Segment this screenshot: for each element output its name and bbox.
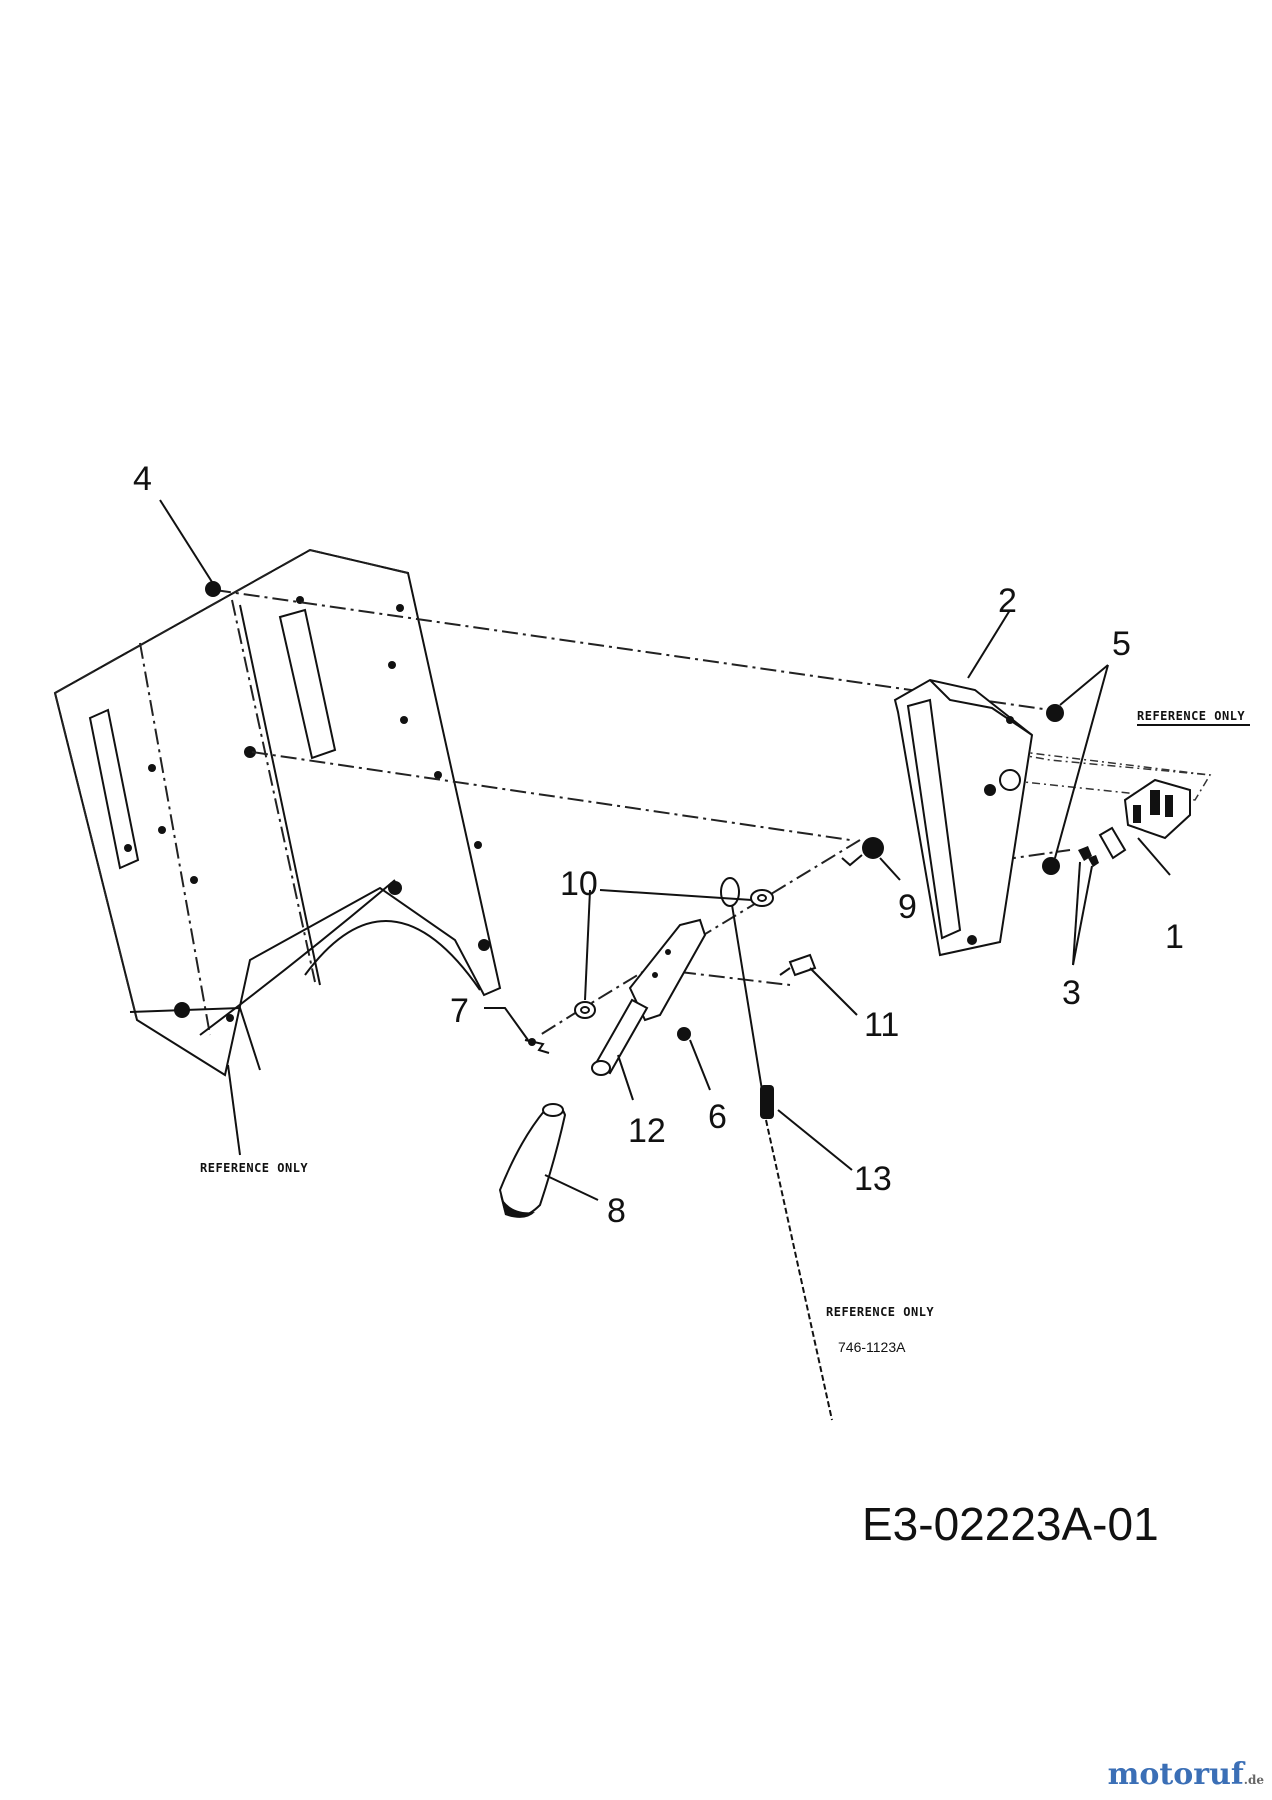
callout-3: 3 [1062, 974, 1081, 1012]
nuts [205, 581, 1064, 1041]
switch-module [1098, 778, 1191, 860]
bolt [779, 953, 817, 977]
lever-knob [498, 1103, 567, 1218]
control-bracket [893, 678, 1034, 957]
callout-9: 9 [898, 888, 917, 926]
callout-8: 8 [607, 1192, 626, 1230]
drawing-code: E3-02223A-01 [862, 1498, 1159, 1550]
callout-4: 4 [133, 460, 152, 498]
reference-label-left: REFERENCE ONLY [200, 1161, 308, 1175]
spring [841, 837, 884, 867]
callout-labels: 1 2 3 4 5 6 7 8 9 10 11 12 13 [133, 460, 1184, 1230]
callout-13: 13 [854, 1160, 892, 1198]
cable-part-number: 746-1123A [838, 1339, 906, 1355]
control-cable [731, 904, 833, 1421]
callout-10: 10 [560, 865, 598, 903]
callout-5: 5 [1112, 625, 1131, 663]
housing-panel [53, 548, 502, 1077]
leader-lines [159, 499, 1171, 1201]
callout-2: 2 [998, 582, 1017, 620]
callout-6: 6 [708, 1098, 727, 1136]
reference-label-right: REFERENCE ONLY [1137, 709, 1245, 723]
watermark-brand: motoruf [1107, 1757, 1244, 1792]
callout-7: 7 [450, 992, 469, 1030]
reference-label-cable: REFERENCE ONLY [826, 1305, 934, 1319]
small-fasteners [1078, 846, 1099, 867]
washers [574, 889, 774, 1019]
callout-1: 1 [1165, 918, 1184, 956]
callout-11: 11 [864, 1006, 899, 1044]
callout-12: 12 [628, 1112, 666, 1150]
reference-labels: REFERENCE ONLY REFERENCE ONLY REFERENCE … [200, 709, 1250, 1355]
pin-clip [524, 1038, 550, 1054]
watermark-suffix: .de [1243, 1773, 1264, 1787]
motoruf-watermark: motoruf.de [1108, 1757, 1264, 1792]
